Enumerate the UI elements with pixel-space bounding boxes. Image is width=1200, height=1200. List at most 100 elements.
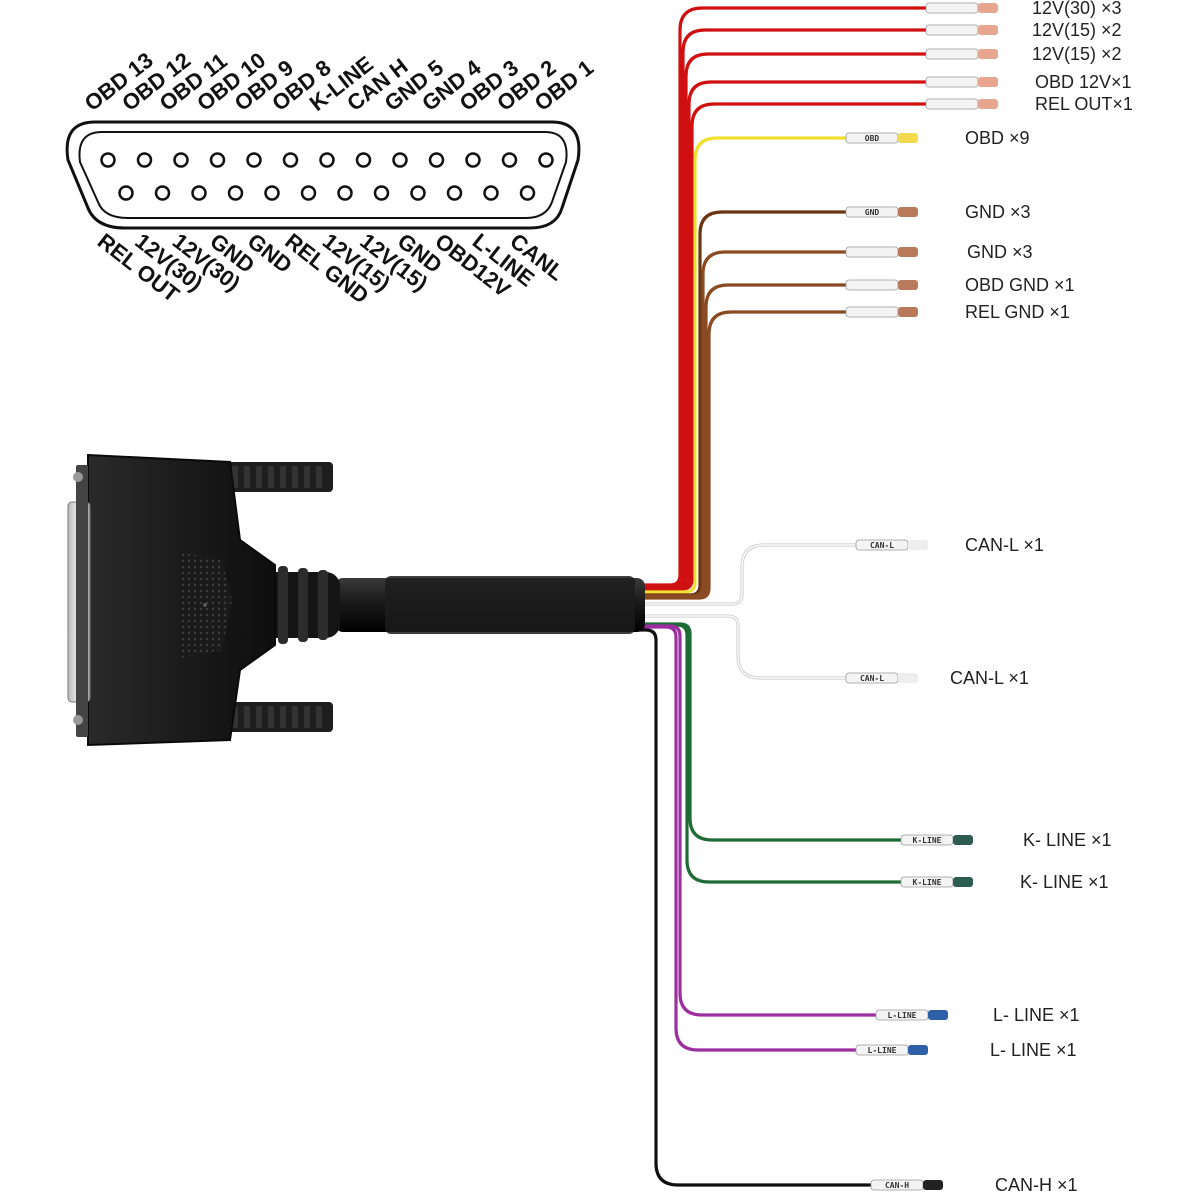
top-pin (428, 152, 445, 168)
top-pin (355, 152, 372, 168)
screw-bottom (73, 715, 83, 725)
cable-sleeve (385, 576, 635, 634)
wire (638, 622, 907, 842)
top-thumbscrew (225, 462, 333, 492)
top-pin (173, 152, 189, 168)
wire-terminal (898, 673, 918, 683)
top-pin (282, 152, 299, 168)
metal-flange (76, 465, 88, 737)
wire-label: OBD GND ×1 (965, 275, 1075, 295)
wire-terminal (898, 207, 918, 217)
bottom-pin (519, 185, 536, 201)
wire (638, 210, 852, 597)
sleeve-text: CAN-L (870, 541, 894, 550)
sleeve-text: K-LINE (913, 878, 942, 887)
bottom-pin (410, 185, 426, 201)
bottom-pin-row (118, 185, 536, 201)
db25-plug (67, 453, 645, 747)
wire-sleeve (925, 2, 979, 14)
wire-label: OBD 12V×1 (1035, 72, 1132, 92)
sleeve-text: OBD (865, 134, 880, 143)
top-pin (136, 152, 153, 168)
wire (638, 625, 862, 1052)
sleeve-text: CAN-L (860, 674, 884, 683)
wire-label: L- LINE ×1 (993, 1005, 1080, 1025)
wire-terminal (908, 1045, 928, 1055)
sleeve-text: GND (865, 208, 880, 217)
wire-label: CAN-L ×1 (965, 535, 1044, 555)
wire-terminal (953, 835, 973, 845)
wire-terminal (898, 247, 918, 257)
wire-label: OBD ×9 (965, 128, 1030, 148)
wire-terminal (978, 3, 998, 13)
wire-terminal (978, 49, 998, 59)
wire-sleeve (845, 246, 899, 258)
wire-label: 12V(30) ×3 (1032, 0, 1122, 18)
top-pin (538, 152, 554, 168)
wire-label: CAN-L ×1 (950, 668, 1029, 688)
wire-sleeve (845, 279, 899, 291)
wire-terminal (928, 1010, 948, 1020)
top-pin-row (100, 152, 554, 168)
wire (638, 623, 907, 884)
bottom-pin (154, 185, 171, 201)
wire-highlight (640, 615, 850, 679)
wire (638, 628, 877, 1187)
wire-label: REL OUT×1 (1035, 94, 1133, 114)
wire-label: REL GND ×1 (965, 302, 1070, 322)
bottom-pin (300, 185, 317, 201)
wire-terminal (898, 133, 918, 143)
bottom-pin (373, 185, 390, 201)
bottom-pin (191, 185, 207, 201)
wire-sleeve (925, 24, 979, 36)
wire-label: K- LINE ×1 (1023, 830, 1112, 850)
bottom-pin (446, 185, 463, 201)
wire-terminal (953, 877, 973, 887)
wire-sleeve (925, 48, 979, 60)
top-pin (246, 152, 262, 168)
bottom-thumbscrew (225, 702, 333, 732)
top-pin (319, 152, 335, 168)
wire-terminal (978, 25, 998, 35)
wire-terminal (978, 99, 998, 109)
wire-label: 12V(15) ×2 (1032, 20, 1122, 40)
wire-label: 12V(15) ×2 (1032, 44, 1122, 64)
wire-terminal (923, 1180, 943, 1190)
wire-terminal (898, 307, 918, 317)
wire (638, 283, 852, 599)
wire-label: CAN-H ×1 (995, 1175, 1078, 1195)
wire-sleeve (925, 76, 979, 88)
top-pin (501, 152, 518, 168)
db25-outline-inner (78, 131, 568, 219)
bottom-pin (337, 185, 353, 201)
wire (638, 624, 882, 1017)
sleeve-text: CAN-H (885, 1181, 909, 1190)
wire (638, 102, 932, 591)
top-pin (100, 152, 116, 168)
sleeve-text: K-LINE (913, 836, 942, 845)
bottom-pin (264, 185, 280, 201)
wire (638, 310, 852, 600)
wire-label: K- LINE ×1 (1020, 872, 1109, 892)
bottom-pin (118, 185, 134, 201)
top-pin (392, 152, 408, 168)
wire-highlight (640, 544, 860, 605)
hood-center-dot (203, 603, 207, 607)
wire-terminal (908, 540, 928, 550)
wire-harness: OBD GND CAN-L CAN-L K-LINE K-LINE L-LINE L-LINE… (638, 2, 998, 1191)
top-pin (209, 152, 226, 168)
wire-sleeve (845, 306, 899, 318)
wire-terminal (978, 77, 998, 87)
bottom-pin (483, 185, 499, 201)
wire-sleeve (925, 98, 979, 110)
sleeve-text: L-LINE (868, 1046, 897, 1055)
top-pin (465, 152, 481, 168)
sleeve-text: L-LINE (888, 1011, 917, 1020)
wire-label: L- LINE ×1 (990, 1040, 1077, 1060)
wire-label: GND ×3 (967, 242, 1033, 262)
